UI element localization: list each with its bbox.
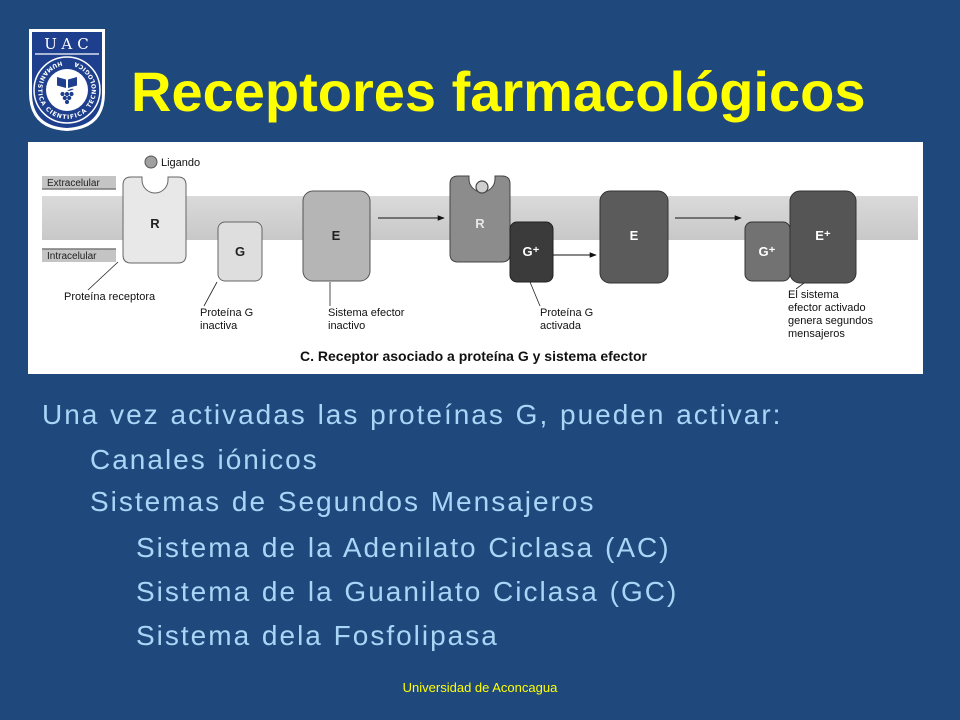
g-protein-inactive bbox=[217, 221, 263, 282]
figure-caption: C. Receptor asociado a proteína G y sist… bbox=[300, 348, 648, 364]
extracellular-label: Extracelular bbox=[42, 176, 116, 190]
label-g-active-line-2: activada bbox=[540, 320, 582, 332]
bound-ligand-icon bbox=[475, 180, 489, 194]
leader-receptor bbox=[87, 261, 119, 291]
label-effector-active-line-1: El sistema bbox=[788, 289, 840, 301]
g-protein-inactive-letter: G bbox=[235, 244, 245, 259]
logo-ring-outer bbox=[33, 56, 101, 124]
body-intro: Una vez activadas las proteínas G, puede… bbox=[42, 399, 783, 430]
book-icon bbox=[57, 77, 77, 88]
slide-title: Receptores farmacológicos bbox=[131, 60, 866, 123]
extracellular-text: Extracelular bbox=[47, 178, 100, 189]
logo-inner-disc bbox=[46, 69, 88, 111]
label-effector-inactive-line-2: inactivo bbox=[328, 320, 365, 332]
g-protein-receptor-diagram: Extracelular Intracelular Ligando R G E … bbox=[28, 142, 923, 374]
effector-inactive bbox=[302, 190, 371, 282]
intracellular-text: Intracelular bbox=[47, 251, 97, 262]
label-effector-active-line-4: mensajeros bbox=[788, 328, 845, 340]
leader-g-inactive bbox=[203, 281, 218, 307]
body-subitem-guanylate-cyclase: Sistema de la Guanilato Ciclasa (GC) bbox=[136, 576, 679, 607]
g-protein-active bbox=[509, 221, 554, 283]
body-item-second-messengers: Sistemas de Segundos Mensajeros bbox=[90, 486, 596, 517]
receptor-inactive-letter: R bbox=[150, 216, 160, 231]
leader-effector-active bbox=[795, 282, 805, 290]
g-protein-active-2-letter: G⁺ bbox=[759, 244, 776, 259]
ligand-label: Ligando bbox=[161, 157, 200, 169]
leader-lines bbox=[87, 261, 805, 307]
effector-active-letter: E⁺ bbox=[815, 228, 831, 243]
intracellular-label: Intracelular bbox=[42, 248, 116, 262]
label-g-inactive-line-1: Proteína G bbox=[200, 307, 253, 319]
grapes-icon bbox=[60, 88, 74, 105]
label-effector-active-line-3: genera segundos bbox=[788, 315, 874, 327]
label-effector-inactive-line-1: Sistema efector bbox=[328, 307, 405, 319]
label-effector-active-line-2: efector activado bbox=[788, 302, 866, 314]
slide-footer: Universidad de Aconcagua bbox=[402, 680, 558, 695]
leader-g-active bbox=[529, 281, 541, 307]
logo-acronym: UAC bbox=[44, 35, 94, 53]
receptor-bound-letter: R bbox=[475, 216, 485, 231]
label-g-active-line-1: Proteína G bbox=[540, 307, 593, 319]
effector-activating bbox=[599, 190, 669, 284]
label-receptor-protein: Proteína receptora bbox=[64, 291, 156, 303]
effector-active bbox=[789, 190, 857, 284]
ligand-icon bbox=[144, 155, 158, 169]
effector-activating-letter: E bbox=[630, 228, 639, 243]
receptor-inactive bbox=[122, 176, 187, 264]
label-g-inactive-line-2: inactiva bbox=[200, 320, 238, 332]
university-logo: UAC HUMANISTICA CIENTIFICA TECNOLOGICA bbox=[29, 29, 105, 131]
effector-inactive-letter: E bbox=[332, 228, 341, 243]
body-subitem-phospholipase: Sistema dela Fosfolipasa bbox=[136, 620, 499, 651]
body-item-ion-channels: Canales iónicos bbox=[90, 444, 319, 475]
body-subitem-adenylate-cyclase: Sistema de la Adenilato Ciclasa (AC) bbox=[136, 532, 671, 563]
g-protein-active-letter: G⁺ bbox=[523, 244, 540, 259]
